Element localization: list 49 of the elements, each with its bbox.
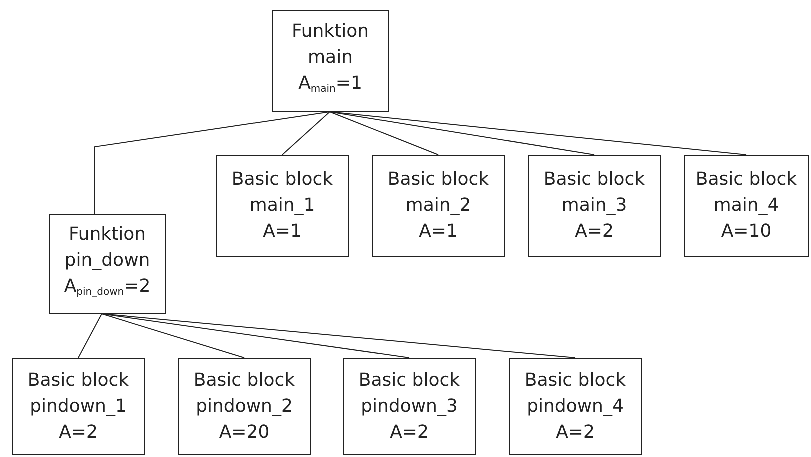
tree-node-box — [272, 10, 389, 112]
node-text: A=2 — [575, 220, 614, 244]
tree-node-box — [12, 358, 145, 455]
node-text: A$_{main}$=1 — [298, 72, 362, 97]
connector-line — [94, 112, 330, 214]
tree-node-box — [178, 358, 311, 455]
node-text: Basic block — [194, 368, 296, 392]
connector-line — [330, 112, 747, 156]
connector-line — [282, 112, 330, 156]
node-text: pindown_3 — [361, 394, 458, 418]
node-text: Basic block — [28, 368, 130, 392]
node-text: Basic block — [696, 168, 798, 192]
node-text: Basic block — [544, 168, 646, 192]
node-text: main_3 — [562, 194, 628, 218]
node-text: Basic block — [358, 368, 460, 392]
connector-line — [330, 112, 439, 156]
node-text: main_2 — [406, 194, 472, 218]
tree-node-box — [216, 155, 349, 257]
node-text: main_4 — [714, 194, 780, 218]
node-text: pin_down — [64, 249, 150, 273]
node-text: A=2 — [59, 420, 98, 444]
node-text: Basic block — [388, 168, 490, 192]
node-text: Funktion — [292, 20, 370, 44]
node-text: A=1 — [419, 220, 458, 244]
tree-node-box — [372, 155, 505, 257]
connector-line — [102, 314, 576, 358]
node-text: A=2 — [390, 420, 429, 444]
node-text: pindown_2 — [196, 394, 293, 418]
node-text: A=10 — [721, 220, 772, 244]
tree-node-box — [684, 155, 809, 257]
connector-line — [78, 314, 102, 358]
node-text: main_1 — [250, 194, 316, 218]
node-text: A$_{pin_down}$=2 — [64, 275, 151, 300]
node-text: Basic block — [232, 168, 334, 192]
tree-node-box — [509, 358, 642, 455]
connector-line — [330, 112, 595, 156]
connector-line — [102, 314, 245, 358]
node-text: main — [308, 46, 353, 70]
tree-node-box — [343, 358, 476, 455]
node-text: Funktion — [68, 223, 146, 247]
tree-node-box — [49, 214, 166, 314]
connector-line — [102, 314, 410, 358]
node-text: A=1 — [263, 220, 302, 244]
node-text: Basic block — [524, 368, 626, 392]
node-text: pindown_4 — [527, 394, 624, 418]
node-text: A=2 — [556, 420, 595, 444]
tree-node-box — [528, 155, 661, 257]
node-text: A=20 — [219, 420, 270, 444]
node-text: pindown_1 — [30, 394, 127, 418]
